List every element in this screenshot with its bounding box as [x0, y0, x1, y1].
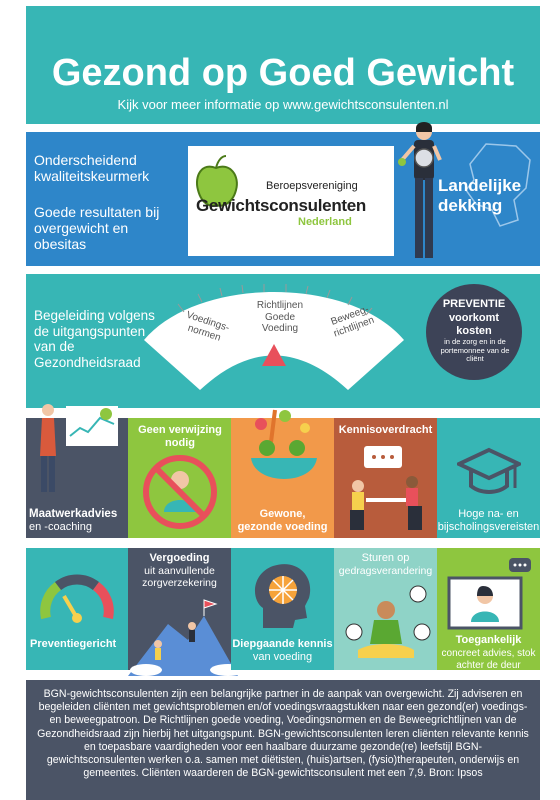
woman-with-scale-icon [398, 122, 442, 258]
tile-tailored-advice: Maatwerkadvies en -coaching [26, 404, 128, 538]
tile-deep-knowledge-title: Diepgaande kennis [232, 638, 333, 650]
graduation-cap-icon [457, 447, 521, 494]
conversation-icon [350, 446, 422, 530]
tile-knowledge-title: Kennisoverdracht [338, 424, 433, 436]
apple-icon [196, 155, 238, 207]
tile-normal-food-sub: gezonde voeding [237, 521, 328, 533]
logo-line1: Beroepsvereniging [266, 180, 358, 192]
netherlands-map-icon [465, 143, 531, 227]
tile-tailored-title: Maatwerkadvies [29, 508, 118, 520]
tile-reimbursement: Vergoeding uit aanvullende zorgverzekeri… [128, 548, 246, 676]
tile-no-referral-title: Geen verwijzing nodig [138, 424, 222, 449]
tile-deep-knowledge: Diepgaande kennis van voeding [231, 548, 334, 670]
tile-reimbursement-sub: uit aanvullende zorgverzekering [142, 565, 217, 590]
tile-prevention-title: Preventiegericht [30, 638, 117, 650]
guidelines-text: Begeleiding volgens de uitgangspunten va… [34, 308, 155, 370]
video-call-icon [447, 558, 531, 630]
prevention-title: PREVENTIE [442, 298, 506, 310]
page-subtitle: Kijk voor meer informatie op www.gewicht… [117, 97, 449, 112]
tile-behaviour-title: Sturen op [361, 552, 410, 564]
logo-line3: Nederland [298, 216, 352, 228]
tile-accessible-title: Toegankelijk [455, 634, 522, 646]
tile-tailored-sub: en -coaching [29, 521, 92, 533]
tile-knowledge-transfer: Kennisoverdracht [334, 418, 437, 538]
meditation-icon [345, 585, 431, 658]
tile-prevention: Preventiegericht [26, 548, 128, 670]
prevention-small: in de zorg en in de portemonnee van de c… [440, 337, 510, 364]
tile-accessible: Toegankelijk concreet advies, stok achte… [437, 548, 540, 671]
tile-row-1: Maatwerkadvies en -coaching Geen verwijz… [26, 404, 540, 538]
footer-text: BGN-gewichtsconsulenten zijn een belangr… [37, 688, 529, 780]
results-text: Goede resultaten bij overgewicht en obes… [34, 204, 160, 253]
tile-normal-food: Gewone, gezonde voeding [231, 409, 334, 538]
quality-panel: Onderscheidend kwaliteitskeurmerk Goede … [26, 122, 540, 266]
logo-since: Sinds 2005 [314, 240, 365, 251]
tile-deep-knowledge-sub: van voeding [252, 651, 313, 663]
mountain-climb-icon [128, 599, 246, 676]
guidelines-panel: Begeleiding volgens de uitgangspunten va… [26, 274, 540, 408]
tile-training: Hoge na- en bijscholingsvereisten [437, 418, 540, 538]
tile-training-sub: bijscholingsvereisten [437, 521, 540, 533]
prevention-badge [426, 284, 522, 380]
salad-bowl-icon [251, 409, 317, 479]
bgn-logo: Beroepsvereniging Gewichtsconsulenten Ne… [188, 146, 394, 256]
gauge-label-mid: Richtlijnen Goede Voeding [256, 300, 304, 334]
speedometer-icon [40, 574, 114, 623]
tile-behaviour: Sturen op gedragsverandering [334, 548, 437, 670]
logo-line2: Gewichtsconsulenten [196, 196, 367, 215]
no-doctor-icon [143, 455, 217, 529]
tile-reimbursement-title: Vergoeding [149, 552, 210, 564]
head-with-orange-icon [254, 564, 311, 628]
page-title: Gezond op Goed Gewicht [51, 52, 515, 94]
tile-training-title: Hoge na- en [458, 508, 519, 520]
tile-no-referral: Geen verwijzing nodig [128, 418, 231, 538]
tile-normal-food-title: Gewone, [259, 508, 306, 520]
presenter-icon [40, 404, 118, 492]
prevention-sub: voorkomt kosten [448, 312, 500, 337]
tile-row-2: Preventiegericht Vergoeding uit aanvulle… [26, 548, 540, 676]
national-coverage-text: Landelijke dekking [438, 176, 522, 215]
footer-panel: BGN-gewichtsconsulenten zijn een belangr… [26, 680, 540, 800]
tile-accessible-sub: concreet advies, stok achter de deur [441, 648, 536, 671]
tile-behaviour-sub: gedragsverandering [338, 565, 433, 577]
guidelines-gauge [144, 284, 404, 390]
quality-mark-text: Onderscheidend kwaliteitskeurmerk [34, 152, 150, 185]
header-panel: Gezond op Goed Gewicht Kijk voor meer in… [26, 6, 540, 124]
